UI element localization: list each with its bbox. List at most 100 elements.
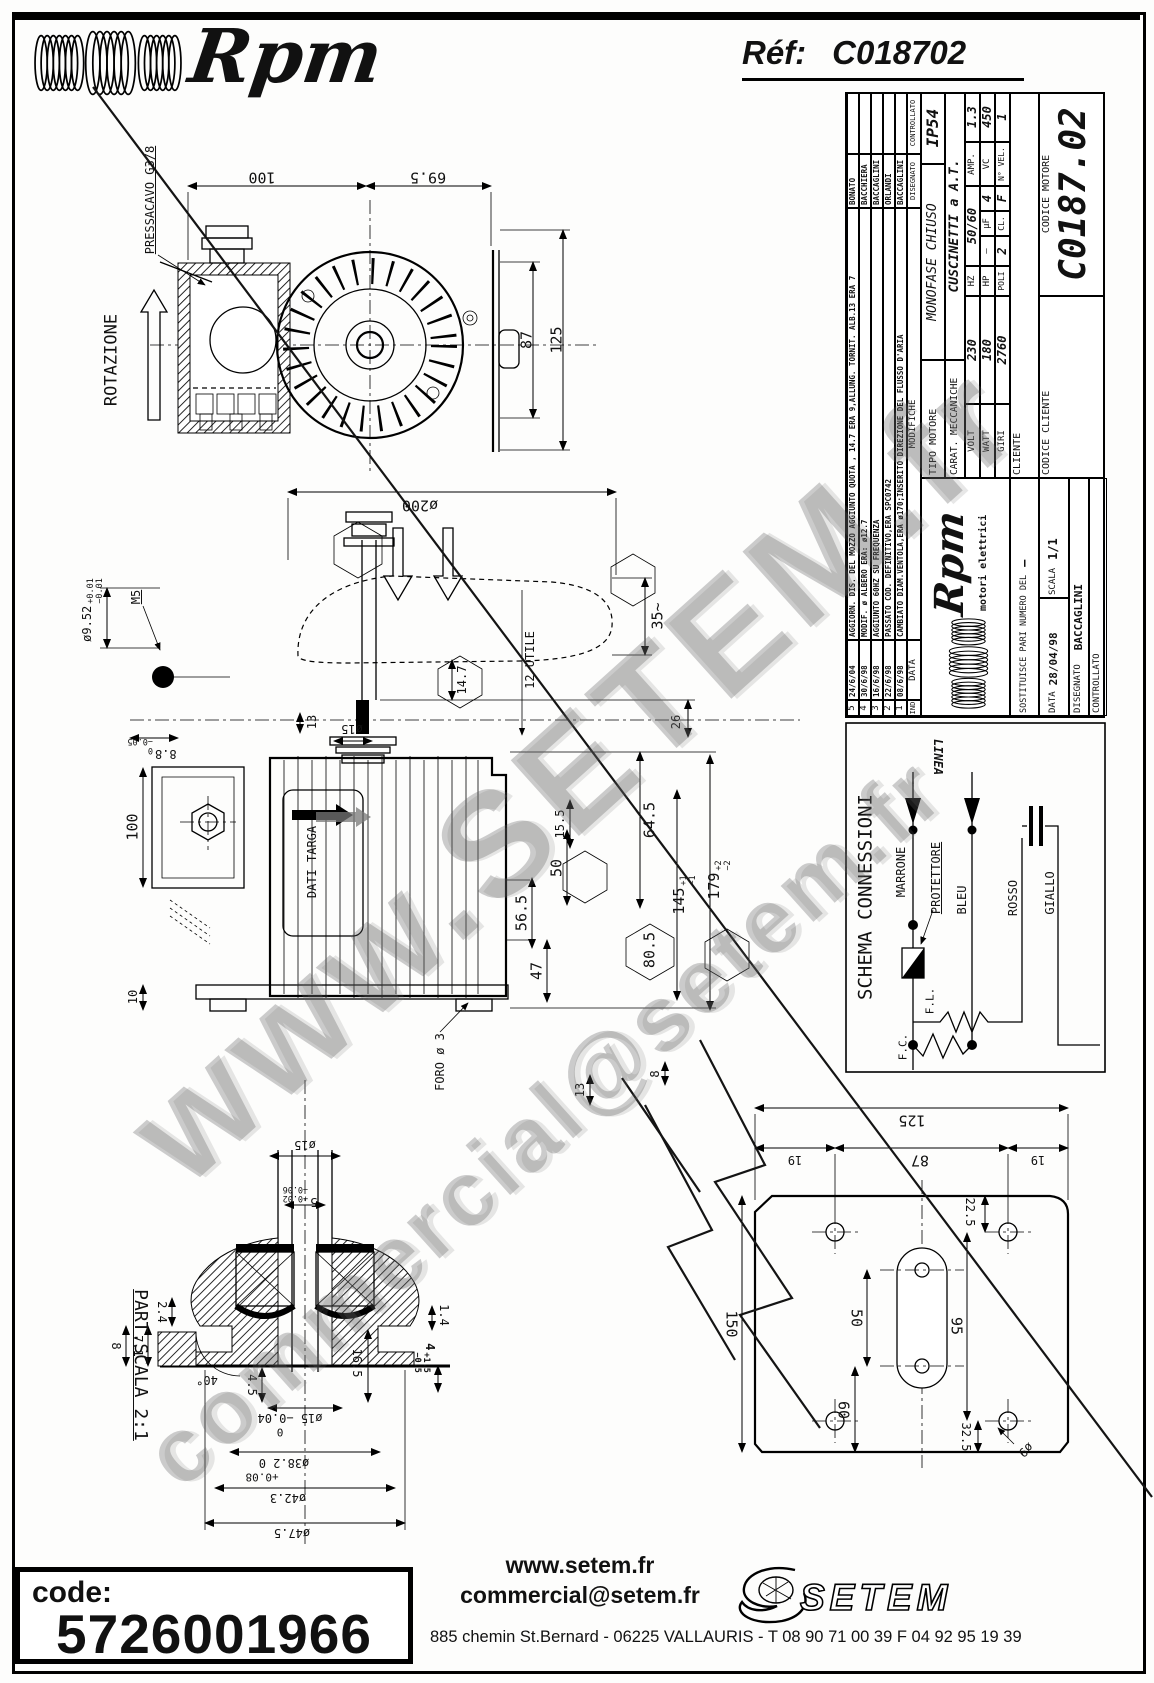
fan-view [100, 488, 800, 742]
utile-label: 12 UTILE [523, 631, 537, 689]
watt-label: WATT [980, 404, 995, 478]
pl-32-5: 32.5 [959, 1422, 973, 1452]
tipo-motore-label: TIPO MOTORE [921, 360, 945, 478]
rev-n: 2 [883, 700, 895, 716]
scala-row: SCALA 1/1 [1039, 478, 1069, 598]
rev-desc: AGGIORN. DIS. DEL MOZZO AGGIUNTO QUOTA ,… [847, 208, 859, 640]
amp-value: 1.3 [965, 92, 980, 142]
bleu-label: BLEU [955, 885, 969, 915]
dt-4: 4+1.5−0.5 [412, 1343, 437, 1373]
sostituisce-row: SOSTITUISCE PARI NUMERO DEL — [1010, 478, 1039, 716]
part-scala-label: PART.SCALA 2:1 [130, 1289, 151, 1441]
codice-motore-label: CODICE MOTORE [1041, 154, 1052, 234]
rev-header-controllato: CONTROLLATO [907, 92, 921, 154]
rev-date: 30/6/98 [859, 640, 871, 700]
dim-100-top: 100 [248, 168, 276, 187]
hz-label: HZ [965, 266, 980, 296]
setem-logo: SETEM [738, 1566, 952, 1624]
fc-label: F.C. [896, 1033, 910, 1061]
rpm-subtitle: motori elettrici [978, 514, 989, 611]
ip-rating: IP54 [921, 92, 945, 164]
pl-150: 150 [722, 1310, 741, 1338]
setem-logo-text: SETEM [800, 1577, 952, 1618]
uf-label: μF [980, 211, 995, 236]
rev-header-data: DATA [907, 640, 921, 700]
rev-desc: PASSATO COD. DEFINITIVO,ERA SPC0742 [883, 208, 895, 640]
plate-view [738, 1104, 1070, 1468]
rev-date: 22/6/98 [883, 640, 895, 700]
disegnato-row: DISEGNATO BACCAGLINI [1069, 478, 1089, 716]
sostituisce-value: — [1016, 559, 1031, 567]
dt-o38-2-tol: +0.08 [245, 1470, 279, 1484]
codice-motore-cell: CODICE MOTORE C0187.02 [1039, 92, 1105, 296]
dim-o15-shaft: ø15 [341, 722, 363, 736]
amp-label: AMP. [965, 142, 980, 186]
title-block: 5 24/6/04 AGGIORN. DIS. DEL MOZZO AGGIUN… [845, 92, 1107, 718]
rev-date: 16/6/98 [871, 640, 883, 700]
dim-56-5: 56.5 [512, 894, 531, 932]
scala-label: SCALA [1048, 567, 1059, 595]
disegnato-value: BACCAGLINI [1071, 583, 1085, 651]
dt-2-4: 2.4 [155, 1301, 169, 1323]
rev-ctrl [871, 92, 883, 154]
disegnato-label: DISEGNATO [1073, 664, 1084, 713]
codice-motore-value: C0187.02 [1053, 107, 1094, 281]
giri-label: GIRI [995, 404, 1010, 478]
rev-n: 3 [871, 700, 883, 716]
rosso-label: ROSSO [1006, 879, 1020, 917]
rpm-coils-logo [34, 30, 182, 96]
dim-o9-52: ø9.52+0.01−0.01 [80, 578, 105, 642]
linea-label: LINEA [931, 738, 945, 776]
hz-value: 50/60 [965, 186, 980, 266]
sheet-frame [12, 12, 1146, 1674]
rpm-coils-small [942, 617, 995, 710]
poli-value: 2 [995, 236, 1010, 266]
rev-desc: CAMBIATO DIAM.VENTOLA,ERA ø170;INSERITO … [895, 208, 907, 640]
rev-ctrl [847, 92, 859, 154]
dim-47: 47 [527, 961, 546, 981]
dt-16-5: 16.5 [350, 1348, 364, 1378]
footer-address: 885 chemin St.Bernard - 06225 VALLAURIS … [430, 1628, 1022, 1646]
giri-value: 2760 [995, 296, 1010, 404]
rotazione-label: ROTAZIONE [101, 313, 122, 407]
rpm-wordmark-small: Rpm [926, 508, 973, 619]
hp-value: — [980, 236, 995, 266]
pl-87: 87 [910, 1151, 930, 1170]
rev-ctrl [859, 92, 871, 154]
footer-email: commercial@setem.fr [460, 1582, 700, 1608]
dim-26: 26 [669, 714, 683, 730]
dim-87-top: 87 [517, 330, 536, 350]
rev-n: 4 [859, 700, 871, 716]
dim-179: 179+2−2 [705, 860, 733, 900]
ref-value: C018702 [832, 34, 967, 71]
marrone-label: MARRONE [894, 846, 908, 898]
watt-value: 180 [980, 296, 995, 404]
dim-15-5: 15.5 [553, 809, 567, 839]
sostituisce-label: SOSTITUISCE PARI NUMERO DEL [1018, 574, 1029, 713]
dt-o42-3: ø42.3 [269, 1491, 307, 1505]
scala-value: 1/1 [1046, 538, 1061, 560]
nvel-label: N° VEL. [995, 142, 1010, 186]
dim-8-side: 8 [648, 1070, 662, 1078]
rev-name: BONATO [847, 154, 859, 208]
rev-desc: AGGIUNTO 60HZ SU FREQUENZA [871, 208, 883, 640]
cl-label: CL. [995, 211, 1010, 236]
footer-web: www.setem.fr [505, 1552, 655, 1578]
pl-95: 95 [947, 1316, 966, 1336]
rev-header-disegnato: DISEGNATO [907, 154, 921, 208]
rev-ctrl [895, 92, 907, 154]
dt-o15b: ø15 −0.04 [257, 1411, 323, 1425]
volt-value: 230 [965, 296, 980, 404]
brand-wordmark: Rpm [183, 14, 388, 100]
dt-4-5: 4.5 [245, 1374, 259, 1396]
ref-label: Réf: [742, 34, 807, 71]
rev-date: 08/6/98 [895, 640, 907, 700]
rev-header-modifiche: MODIFICHE [907, 208, 921, 640]
top-view [139, 182, 600, 475]
cliente-cell: CLIENTE [1010, 92, 1039, 478]
sheet-top-border [12, 12, 1140, 20]
rev-name: ORLANDI [883, 154, 895, 208]
m5-label: M5 [129, 589, 143, 605]
